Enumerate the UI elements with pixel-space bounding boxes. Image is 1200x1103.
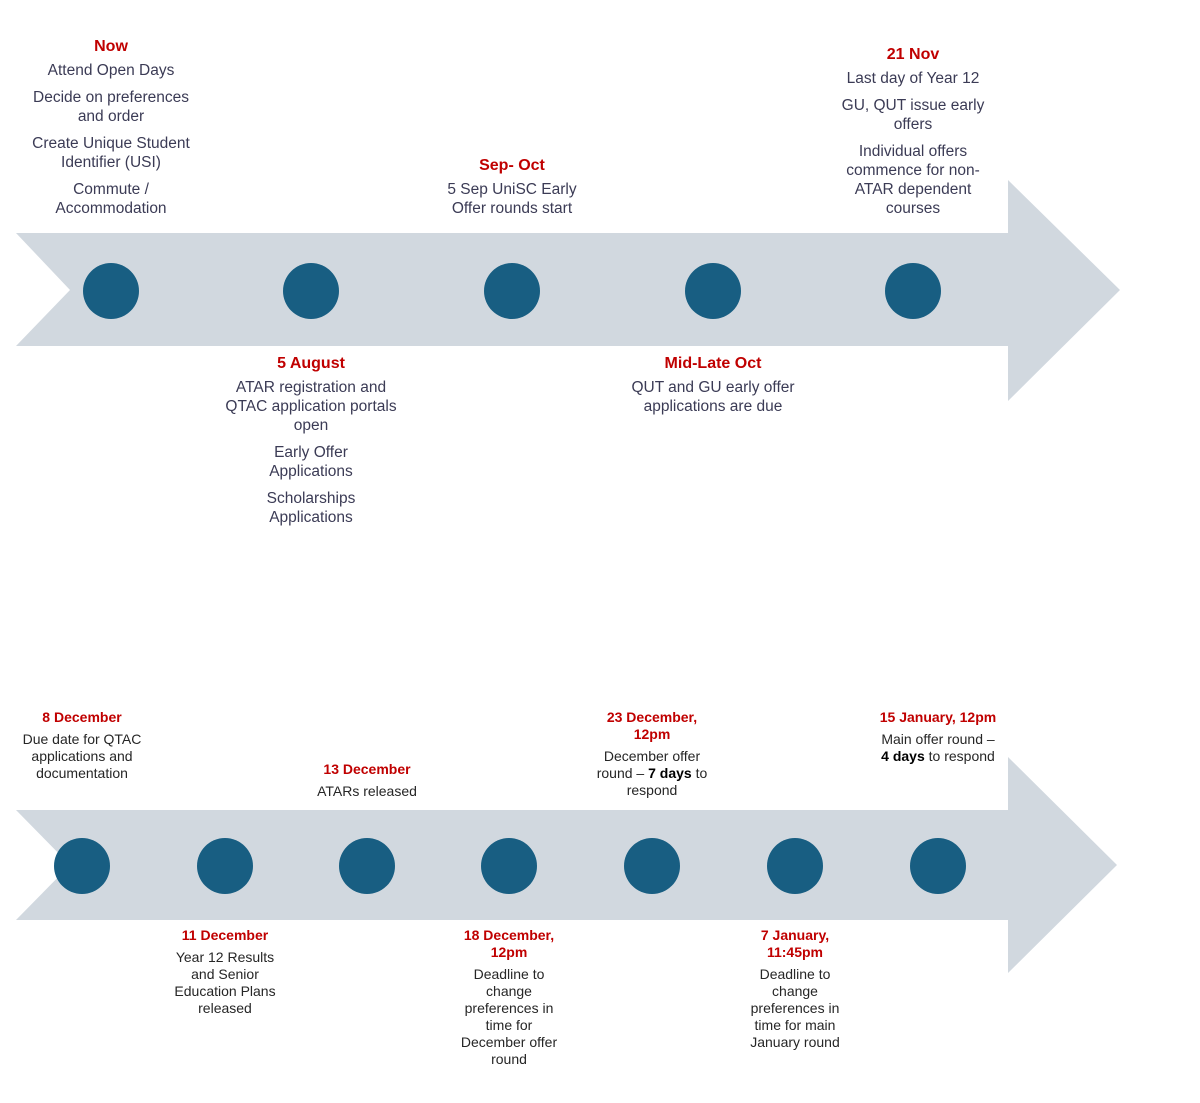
event-item: Attend Open Days [47,62,175,79]
timeline-2-dot-11-december [197,838,253,894]
event-date: Mid-Late Oct [664,355,762,372]
event-text: Deadline to change preferences in time f… [460,966,558,1067]
timeline-2-dot-13-december [339,838,395,894]
timeline-1-dot-mid-late-oct [685,263,741,319]
event-text: Main offer round – 4 days to respond [881,731,995,764]
event-item: QUT and GU early offer applications are … [631,379,795,415]
event-date: Now [94,38,128,55]
timeline-1-arrow [16,180,1120,401]
event-date: Sep- Oct [479,157,545,174]
event-11-december: 11 December Year 12 Results and Senior E… [168,927,283,1017]
event-5-august: 5 August ATAR registration and QTAC appl… [221,355,401,535]
event-date: 8 December [42,709,122,725]
event-date: 5 August [277,355,345,372]
event-item: Decide on preferences and order [33,89,189,125]
event-date: 13 December [323,761,411,777]
event-date: 21 Nov [886,46,940,63]
timeline-1-dot-21-nov [885,263,941,319]
event-item: 5 Sep UniSC Early Offer rounds start [447,181,577,217]
event-item: Early Offer Applications [269,444,353,480]
event-date: 23 December, 12pm [606,709,698,742]
event-7-january: 7 January, 11:45pm Deadline to change pr… [740,927,850,1051]
event-item: Individual offers commence for non-ATAR … [846,143,980,217]
event-13-december: 13 December ATARs released [302,761,432,800]
event-21-nov: 21 Nov Last day of Year 12 GU, QUT issue… [833,46,993,226]
timeline-1-dot-now [83,263,139,319]
event-text: Due date for QTAC applications and docum… [22,731,142,781]
event-sep-oct: Sep- Oct 5 Sep UniSC Early Offer rounds … [437,157,587,226]
event-now: Now Attend Open Days Decide on preferenc… [16,38,206,226]
event-item: Last day of Year 12 [846,70,980,87]
timeline-1-dot-sep-oct [484,263,540,319]
event-18-december: 18 December, 12pm Deadline to change pre… [452,927,567,1068]
event-text: December offer round – 7 days to respond [596,748,708,798]
timeline-2-dot-18-december [481,838,537,894]
timeline-1-dot-5-august [283,263,339,319]
event-date: 11 December [181,927,269,943]
event-text: Deadline to change preferences in time f… [750,966,840,1050]
event-date: 15 January, 12pm [879,709,997,725]
event-date: 18 December, 12pm [463,927,555,960]
event-8-december: 8 December Due date for QTAC application… [22,709,142,782]
event-item: Create Unique Student Identifier (USI) [32,135,190,171]
timeline-2-dot-15-january [910,838,966,894]
event-text: Year 12 Results and Senior Education Pla… [174,949,276,1016]
timeline-2-dot-23-december [624,838,680,894]
event-item: Scholarships Applications [266,490,356,526]
timeline-2-dot-7-january [767,838,823,894]
event-item: ATAR registration and QTAC application p… [225,379,397,434]
event-15-january: 15 January, 12pm Main offer round – 4 da… [876,709,1001,765]
event-item: Commute / Accommodation [55,181,167,217]
timeline-2-dot-8-december [54,838,110,894]
timeline-2-arrow [16,757,1117,973]
event-item: GU, QUT issue early offers [841,97,985,133]
event-date: 7 January, 11:45pm [760,927,830,960]
event-23-december: 23 December, 12pm December offer round –… [590,709,715,799]
event-text: ATARs released [317,783,417,799]
event-mid-late-oct: Mid-Late Oct QUT and GU early offer appl… [628,355,798,424]
